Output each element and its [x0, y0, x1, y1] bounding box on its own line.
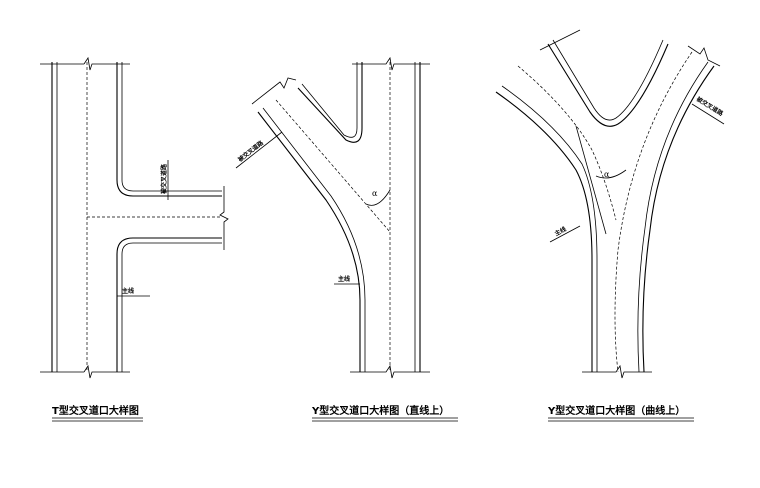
y1-break-bottom [350, 364, 430, 379]
y2-right-edge [642, 65, 715, 373]
y2-wedge-shoulder [552, 39, 664, 121]
y2-crossing-road-label: 被交叉道路 [695, 95, 726, 118]
y1-break-top [352, 56, 430, 71]
y1-caption: Y型交叉道口大样图（直线上） [311, 404, 449, 417]
t-break-bottom [40, 364, 130, 379]
t-main-right-upper-edge [116, 62, 222, 197]
t-main-right-lower-edge [116, 237, 222, 372]
y1-break-side [251, 77, 297, 105]
y2-main-centerline [614, 51, 693, 373]
y2-tangent-line [575, 125, 607, 235]
y1-angle-label: α [372, 189, 378, 198]
y-curve-diagram: α 被交叉道路 主线 Y型交叉道口大样图（曲线上） [495, 29, 726, 422]
y1-angle-arc [365, 189, 391, 206]
y1-left-shoulder [262, 107, 366, 372]
t-main-right-lower-shoulder [121, 242, 222, 372]
y2-right-shoulder [637, 61, 709, 373]
y-straight-diagram: α 被交叉道路 主线 Y型交叉道口大样图（直线上） [235, 56, 458, 422]
y1-left-edge [257, 111, 361, 372]
y1-wedge-edge [297, 62, 363, 143]
y1-main-line-label: 主线 [338, 275, 350, 283]
t-main-right-upper-shoulder [121, 62, 222, 192]
y2-left-edge [495, 91, 593, 372]
y2-break-bottom [582, 364, 652, 379]
y2-left-shoulder [501, 85, 598, 372]
y1-crossing-road-label: 被交叉道路 [236, 138, 265, 163]
y2-crossing-leader [691, 103, 725, 125]
y2-break-top-left [539, 29, 581, 51]
t-caption: T型交叉道口大样图 [52, 404, 139, 417]
y2-main-line-label: 主线 [553, 225, 567, 238]
y2-main-leader [549, 225, 581, 243]
t-junction-diagram: 被交叉道路 主线 T型交叉道口大样图 [40, 56, 229, 422]
y2-wedge-edge [547, 43, 669, 127]
y2-angle-arc [595, 169, 627, 179]
y1-wedge-shoulder [301, 62, 358, 138]
y1-side-centerline [275, 99, 391, 233]
t-break-right [219, 186, 229, 250]
y2-side-centerline [517, 65, 617, 221]
y2-angle-label: α [604, 170, 610, 179]
t-crossing-road-label: 被交叉道路 [160, 163, 168, 194]
y2-break-top-right [687, 45, 721, 67]
y1-crossing-leader [235, 131, 283, 169]
y2-caption: Y型交叉道口大样图（曲线上） [547, 404, 685, 417]
t-break-top [40, 56, 130, 71]
t-main-line-label: 主线 [122, 287, 134, 295]
